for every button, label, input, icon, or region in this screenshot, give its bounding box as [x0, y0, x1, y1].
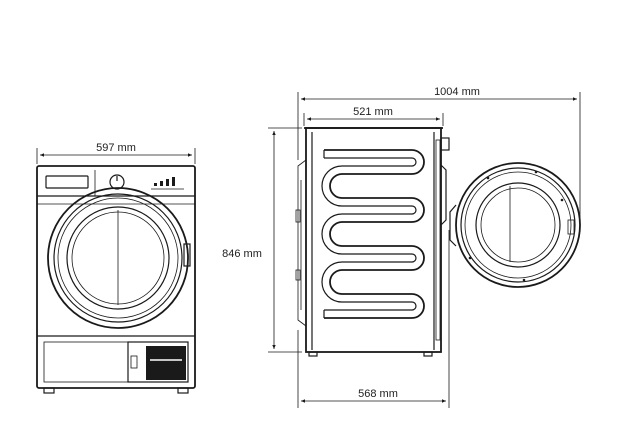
front-view: 597 mm: [36, 142, 196, 394]
front-door: [47, 187, 191, 329]
top-depth-label: 521 mm: [353, 106, 393, 118]
open-door: [449, 162, 581, 288]
program-knob: [109, 174, 125, 190]
width-label: 597 mm: [96, 142, 136, 154]
control-buttons: [151, 177, 184, 190]
depth-label: 568 mm: [358, 388, 398, 400]
filter-hatch: [127, 341, 189, 383]
heat-exchanger-coil: [324, 149, 425, 319]
total-depth-label: 1004 mm: [434, 86, 480, 98]
side-view: 1004 mm 521 mm 846 mm 568 mm: [222, 86, 581, 408]
water-drawer: [45, 175, 89, 189]
height-label: 846 mm: [222, 248, 262, 260]
